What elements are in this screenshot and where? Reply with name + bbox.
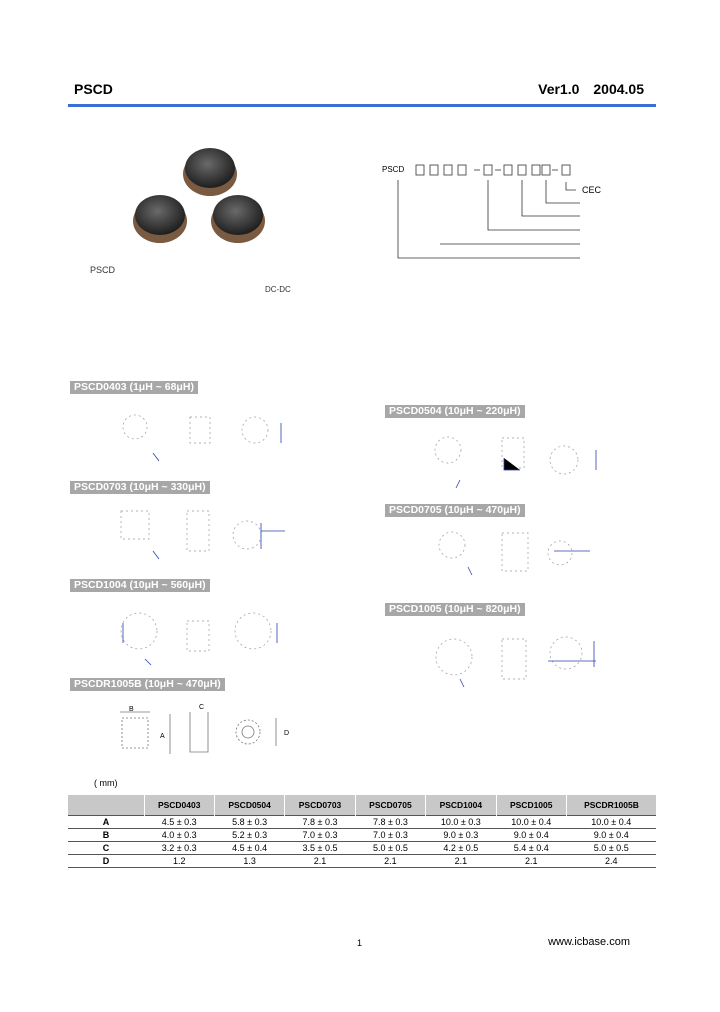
table-cell: 2.1 [425,854,497,868]
table-cell: 10.0 ± 0.3 [425,814,497,829]
table-caption: ( mm) [68,778,118,788]
drawing-pscd0504 [434,436,597,489]
section-label-pscd0504: PSCD0504 (10μH ~ 220μH) [385,405,525,418]
table-row: B 4.0 ± 0.3 5.2 ± 0.3 7.0 ± 0.3 7.0 ± 0.… [68,828,656,842]
table-col-header: PSCD0403 [144,795,215,815]
drawing-pscd1004 [120,612,278,666]
header-brand: PSCD [74,81,113,97]
table-cell: 9.0 ± 0.3 [425,828,497,842]
pn-label-cec: CEC [582,185,602,195]
section-label-pscd0403: PSCD0403 (1μH ~ 68μH) [70,381,198,394]
intro-dcdc: DC-DC [265,285,291,294]
table-caption-unit: ( mm) [94,778,118,788]
table-cell: 2.1 [355,854,426,868]
table-col-header: PSCDR1005B [566,795,656,815]
table-cell: 5.2 ± 0.3 [214,828,285,842]
table-cell: 3.5 ± 0.5 [284,841,356,855]
table-cell: 7.0 ± 0.3 [355,828,426,842]
table-cell: 2.1 [284,854,356,868]
dim-label-b: B [129,706,134,713]
product-photo [133,148,265,243]
table-cell: 7.8 ± 0.3 [284,814,356,829]
table-cell: 9.0 ± 0.4 [496,828,567,842]
table-row-label: D [68,854,144,868]
footer-page-number: 1 [357,938,363,948]
drawing-pscd0403 [122,414,282,462]
table-col-header: PSCD0705 [355,795,427,815]
table-header-blank [68,795,145,815]
table-cell: 4.2 ± 0.5 [425,841,497,855]
drawing-pscd1005 [435,636,596,688]
table-cell: 7.0 ± 0.3 [284,828,356,842]
table-cell: 5.8 ± 0.3 [214,814,285,829]
table-col-header: PSCD1005 [496,795,567,815]
pn-prefix: PSCD [382,165,404,174]
table-header-row: PSCD0403 PSCD0504 PSCD0703 PSCD0705 PSCD… [68,795,656,815]
table-row: D 1.2 1.3 2.1 2.1 2.1 2.1 2.4 [68,854,656,868]
dim-label-c: C [199,704,204,711]
part-number-diagram: PSCD CEC [382,164,602,259]
table-cell: 5.4 ± 0.4 [496,841,567,855]
section-label-pscd1005: PSCD1005 (10μH ~ 820μH) [385,603,525,616]
section-label-pscd1004: PSCD1004 (10μH ~ 560μH) [70,579,210,592]
table-row: A 4.5 ± 0.3 5.8 ± 0.3 7.8 ± 0.3 7.8 ± 0.… [68,814,656,829]
drawing-pscd0703 [120,510,285,560]
table-cell: 2.4 [566,854,656,868]
table-cell: 1.3 [214,854,285,868]
table-cell: 10.0 ± 0.4 [496,814,567,829]
table-cell: 10.0 ± 0.4 [566,814,656,829]
header-version: Ver1.0 [538,81,580,97]
table-cell: 5.0 ± 0.5 [355,841,426,855]
table-col-header: PSCD0504 [214,795,286,815]
section-label-pscdr1005b: PSCDR1005B (10μH ~ 470μH) [70,678,225,691]
table-cell: 5.0 ± 0.5 [566,841,656,855]
table-cell: 4.0 ± 0.3 [144,828,215,842]
dim-label-a: A [160,733,165,740]
table-cell: 2.1 [496,854,567,868]
table-cell: 4.5 ± 0.3 [144,814,215,829]
intro-text: PSCD [90,265,116,275]
header-date: 2004.05 [593,81,644,97]
table-col-header: PSCD0703 [284,795,356,815]
table-cell: 7.8 ± 0.3 [355,814,426,829]
header-version-date: Ver1.0 2004.05 [538,81,644,97]
dim-label-d: D [284,730,289,737]
table-cell: 9.0 ± 0.4 [566,828,656,842]
table-row-label: C [68,841,144,855]
table-row: C 3.2 ± 0.3 4.5 ± 0.4 3.5 ± 0.5 5.0 ± 0.… [68,841,656,855]
header-rule [68,104,656,107]
dimensions-table: PSCD0403 PSCD0504 PSCD0703 PSCD0705 PSCD… [68,795,656,868]
table-col-header: PSCD1004 [425,795,497,815]
footer-url[interactable]: www.icbase.com [548,936,630,948]
section-label-pscd0705: PSCD0705 (10μH ~ 470μH) [385,504,525,517]
table-cell: 1.2 [144,854,215,868]
table-row-label: B [68,828,144,842]
section-label-pscd0703: PSCD0703 (10μH ~ 330μH) [70,481,210,494]
table-cell: 4.5 ± 0.4 [214,841,285,855]
table-row-label: A [68,814,144,829]
drawing-pscd0705 [438,531,590,576]
table-cell: 3.2 ± 0.3 [144,841,215,855]
drawing-pscdr1005b: B A C D [120,704,289,754]
